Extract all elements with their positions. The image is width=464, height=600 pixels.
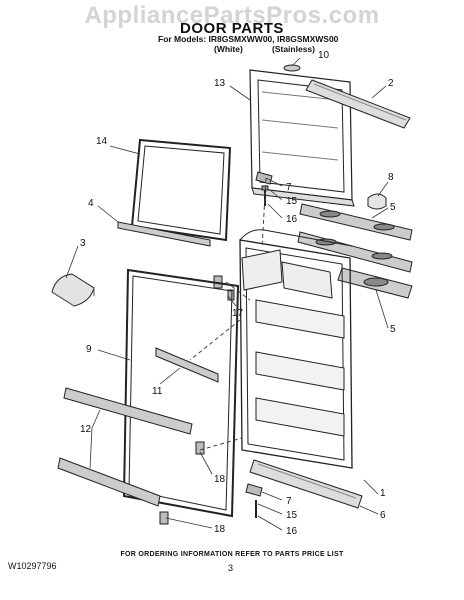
callout-16-top: 16 xyxy=(286,214,298,225)
callout-14: 14 xyxy=(96,136,108,147)
callout-3: 3 xyxy=(80,238,86,249)
ordering-info: FOR ORDERING INFORMATION REFER TO PARTS … xyxy=(120,551,344,558)
callout-2: 2 xyxy=(388,78,394,89)
freezer-gasket xyxy=(130,138,232,242)
part-2-handle xyxy=(305,79,411,129)
callout-17: 17 xyxy=(232,308,244,319)
callout-12: 12 xyxy=(80,424,92,435)
models-line: For Models: IR8GSMXWW00, IR8GSMXWS00 xyxy=(158,34,339,44)
part-3-lid xyxy=(51,273,95,307)
callout-11: 11 xyxy=(152,386,163,397)
callout-7-bottom: 7 xyxy=(286,496,292,507)
callout-5-top: 5 xyxy=(390,202,396,213)
callout-18-bottom: 18 xyxy=(214,524,226,535)
fresh-food-door xyxy=(239,229,353,469)
callout-15-top: 15 xyxy=(286,196,298,207)
page-title: DOOR PARTS xyxy=(180,20,284,37)
callout-13: 13 xyxy=(214,78,226,89)
callout-9: 9 xyxy=(86,344,92,355)
part-12-strip xyxy=(63,387,193,435)
part-10-button xyxy=(283,64,301,72)
part-18-clip xyxy=(195,441,205,455)
part-6-handle xyxy=(249,459,363,509)
callout-18-top: 18 xyxy=(214,474,226,485)
callout-8: 8 xyxy=(388,172,394,183)
variant-stainless: (Stainless) xyxy=(272,44,315,54)
fresh-food-gasket xyxy=(122,268,240,518)
lower-hinge-parts xyxy=(245,483,263,518)
part-8-knob xyxy=(367,193,387,210)
callout-5-bottom: 5 xyxy=(390,324,396,335)
callout-1: 1 xyxy=(380,488,386,499)
part-11-strip xyxy=(155,347,219,383)
document-number: W10297796 xyxy=(8,561,57,571)
part-4-strip xyxy=(117,221,211,247)
callout-16-bottom: 16 xyxy=(286,526,298,537)
callout-15-bottom: 15 xyxy=(286,510,298,521)
part-5-bars xyxy=(297,203,413,299)
callout-7-top: 7 xyxy=(286,182,292,193)
freezer-door xyxy=(249,69,355,207)
callout-4: 4 xyxy=(88,198,94,209)
callout-6: 6 xyxy=(380,510,386,521)
callout-10: 10 xyxy=(318,50,330,61)
page-number: 3 xyxy=(228,563,234,573)
variant-white: (White) xyxy=(214,44,243,54)
watermark: AppliancePartsPros.com xyxy=(84,2,380,29)
